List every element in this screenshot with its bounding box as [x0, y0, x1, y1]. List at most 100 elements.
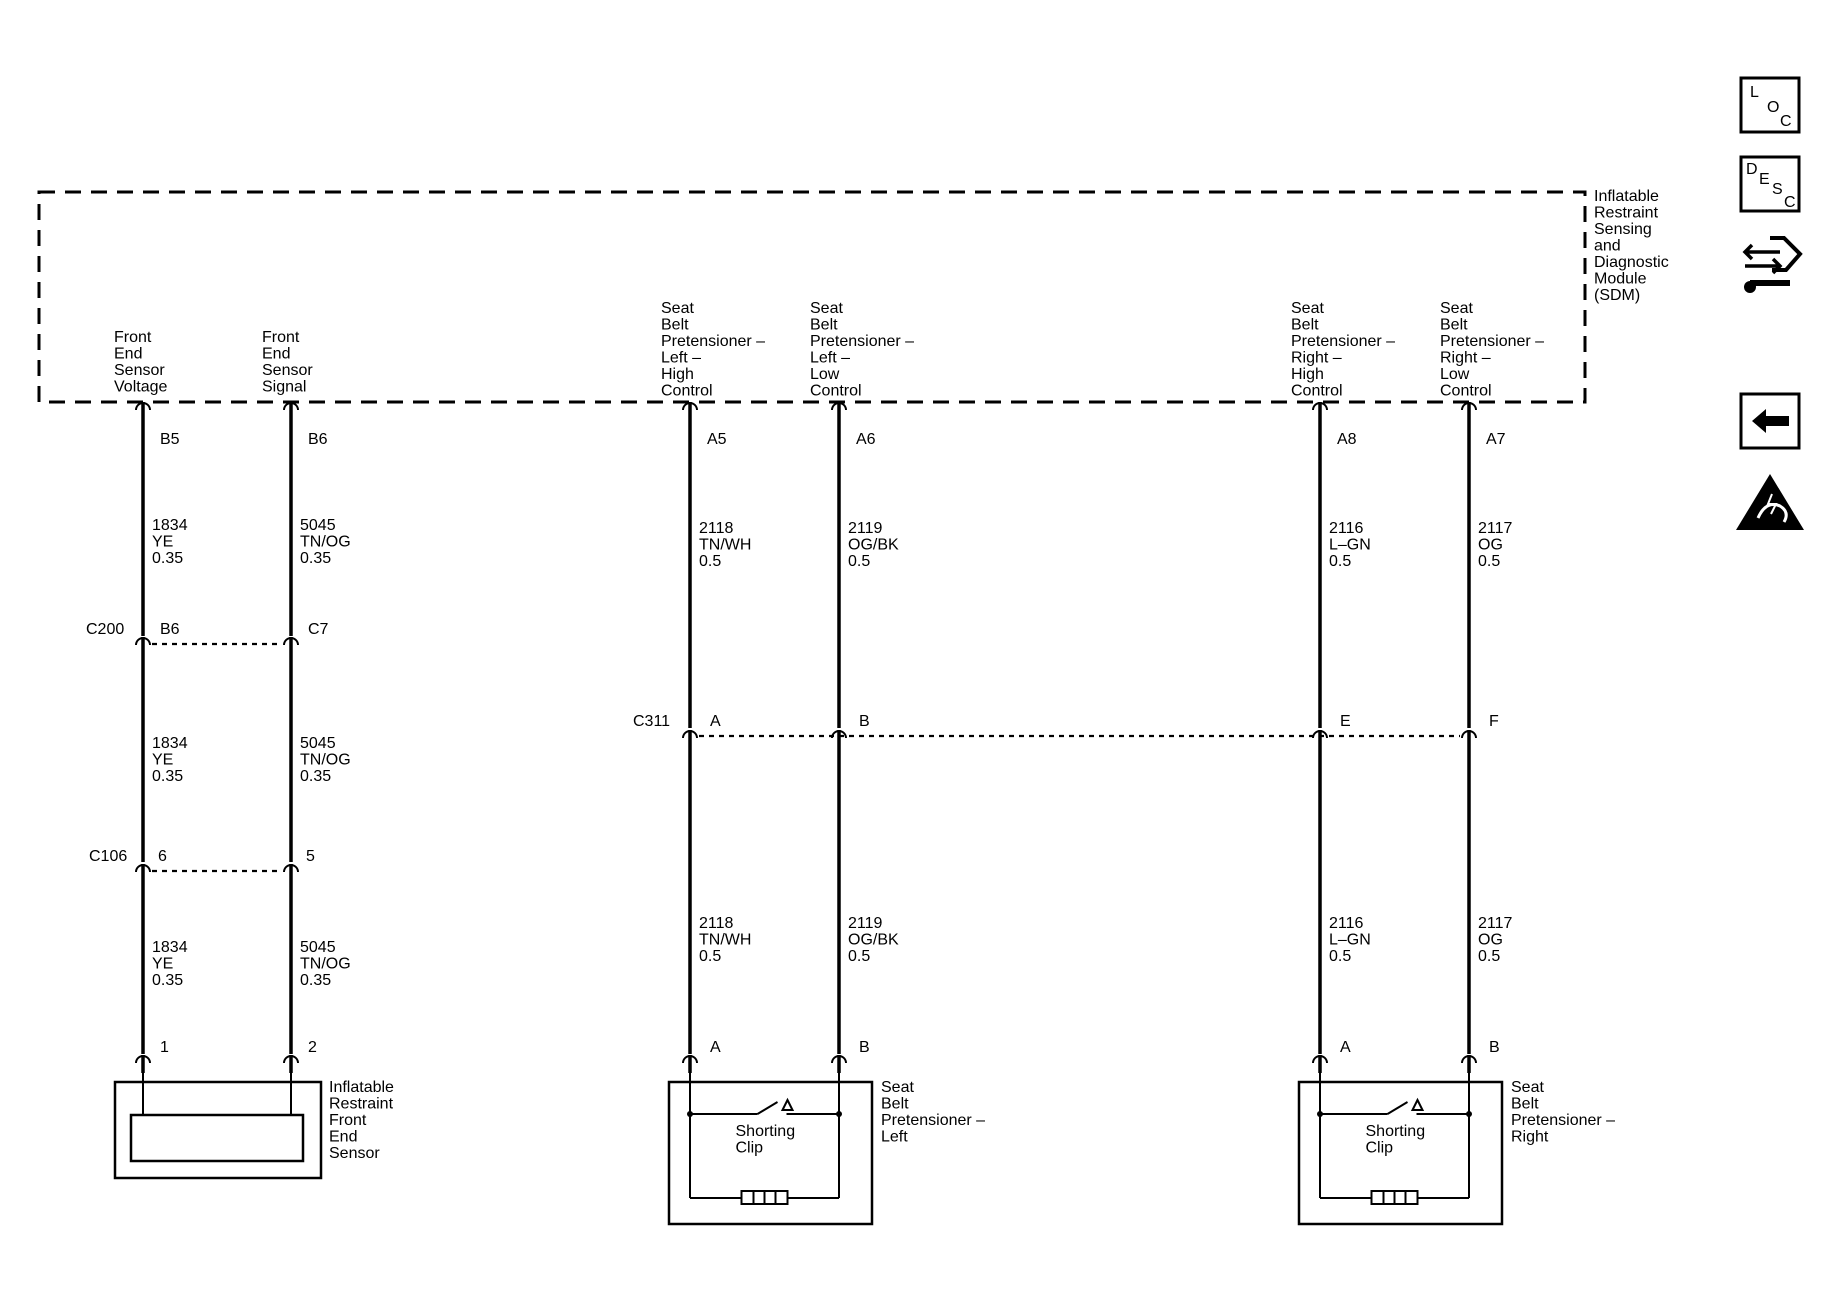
sdm-module-label: Sensing — [1594, 221, 1652, 238]
c311-pin-label: B — [859, 713, 870, 730]
loc-button[interactable]: LOC — [1739, 76, 1801, 134]
circuit-function-label: High — [661, 366, 694, 383]
wire-label: 0.35 — [300, 768, 331, 785]
pretensioner-right-box — [1297, 1080, 1504, 1226]
circuit-function-label: Signal — [262, 379, 306, 396]
component-pin-label: B — [859, 1039, 870, 1056]
sdm-module-box — [37, 190, 1587, 404]
wire-label: TN/WH — [699, 932, 751, 949]
wire-label: OG/BK — [848, 537, 899, 554]
esd-hand — [1756, 503, 1788, 523]
circuit-function-label: Right – — [1291, 350, 1342, 367]
wire-label: 2118 — [699, 915, 734, 932]
wire-label: 1834 — [152, 517, 188, 534]
component-pin-terminal — [283, 1055, 299, 1073]
circuit-function-label: Right – — [1440, 350, 1491, 367]
c311-terminal — [682, 730, 698, 748]
wire-label: 0.5 — [1478, 948, 1500, 965]
wrench-head — [1744, 281, 1756, 293]
circuit-function-label: Pretensioner – — [1440, 333, 1544, 350]
sdm-module-label: Inflatable — [1594, 188, 1659, 205]
shorting-clip-label: Clip — [1366, 1140, 1394, 1157]
sdm-pin-label: A7 — [1486, 431, 1506, 448]
loc-letter: O — [1767, 99, 1779, 116]
shorting-clip-label: Shorting — [736, 1123, 796, 1140]
c200-terminal — [283, 637, 299, 655]
desc-letter: S — [1772, 181, 1783, 198]
wire-label: 5045 — [300, 517, 336, 534]
front-end-sensor-label: Sensor — [329, 1145, 380, 1162]
circuit-function-label: Control — [810, 383, 862, 400]
connector-part — [1770, 236, 1803, 272]
pretensioner-left-label: Belt — [881, 1096, 909, 1113]
c200-connector-label: C200 — [86, 621, 124, 638]
c106-pin-label: 5 — [306, 848, 315, 865]
c106-terminal — [283, 864, 299, 882]
front-end-sensor-label: Front — [329, 1112, 367, 1129]
pretensioner-left-label: Left — [881, 1129, 908, 1146]
esd-warning-icon — [1736, 474, 1804, 530]
wire-label: TN/WH — [699, 537, 751, 554]
circuit-function-label: Belt — [1291, 317, 1319, 334]
wire-label: 2116 — [1329, 520, 1364, 537]
wire-label: TN/OG — [300, 752, 351, 769]
circuit-function-label: Voltage — [114, 379, 167, 396]
front-end-sensor-label: Restraint — [329, 1096, 394, 1113]
circuit-function-label: High — [1291, 366, 1324, 383]
sdm-pin-terminal — [1461, 402, 1477, 420]
c311-pin-label: E — [1340, 713, 1351, 730]
component-pin-label: 2 — [308, 1039, 317, 1056]
component-pin-terminal — [682, 1055, 698, 1073]
component-pin-terminal — [831, 1055, 847, 1073]
component-pin-label: B — [1489, 1039, 1500, 1056]
junction-dot — [1466, 1111, 1472, 1117]
wire-label: OG — [1478, 932, 1503, 949]
sdm-pin-terminal — [682, 402, 698, 420]
wire-label: 0.5 — [848, 553, 870, 570]
wire-label: 0.35 — [300, 972, 331, 989]
sdm-pin-terminal — [135, 402, 151, 420]
c311-terminal — [1461, 730, 1477, 748]
wire-label: YE — [152, 752, 173, 769]
wire-label: 0.5 — [848, 948, 870, 965]
desc-letter: C — [1784, 194, 1796, 211]
sdm-pin-label: B6 — [308, 431, 328, 448]
connector-wrench-icon[interactable] — [1742, 236, 1803, 293]
wire-label: 0.35 — [300, 550, 331, 567]
wire-label: 0.5 — [699, 553, 721, 570]
back-arrow-button[interactable] — [1739, 392, 1801, 450]
component-pin-terminal — [1461, 1055, 1477, 1073]
sdm-pin-terminal — [831, 402, 847, 420]
pretensioner-right-label: Pretensioner – — [1511, 1112, 1615, 1129]
junction-dot — [836, 1111, 842, 1117]
component-pin-label: A — [710, 1039, 721, 1056]
desc-icon — [1739, 155, 1801, 213]
wire-label: 0.35 — [152, 550, 183, 567]
sdm-module-label: Restraint — [1594, 205, 1659, 222]
c311-terminal — [831, 730, 847, 748]
c311-terminal — [1312, 730, 1328, 748]
shorting-clip-switch — [1386, 1101, 1409, 1115]
sdm-pin-label: B5 — [160, 431, 180, 448]
wire-label: 0.5 — [1329, 948, 1351, 965]
circuit-function-label: Belt — [1440, 317, 1468, 334]
circuit-function-label: Control — [1291, 383, 1343, 400]
wire-label: 1834 — [152, 939, 188, 956]
back-arrow-icon — [1752, 409, 1789, 433]
wire-label: 0.5 — [1329, 553, 1351, 570]
circuit-function-label: Pretensioner – — [661, 333, 765, 350]
wire-label: L–GN — [1329, 932, 1371, 949]
c106-terminal — [135, 864, 151, 882]
circuit-function-label: End — [114, 346, 142, 363]
c311-pin-label: F — [1489, 713, 1499, 730]
wire-label: TN/OG — [300, 534, 351, 551]
circuit-function-label: Pretensioner – — [810, 333, 914, 350]
component-pin-terminal — [135, 1055, 151, 1073]
c106-pin-label: 6 — [158, 848, 167, 865]
component-pin-label: 1 — [160, 1039, 169, 1056]
circuit-function-label: Seat — [1440, 300, 1473, 317]
wire-label: OG — [1478, 537, 1503, 554]
sdm-module-label: Diagnostic — [1594, 254, 1669, 271]
front-end-sensor-label: Inflatable — [329, 1079, 394, 1096]
